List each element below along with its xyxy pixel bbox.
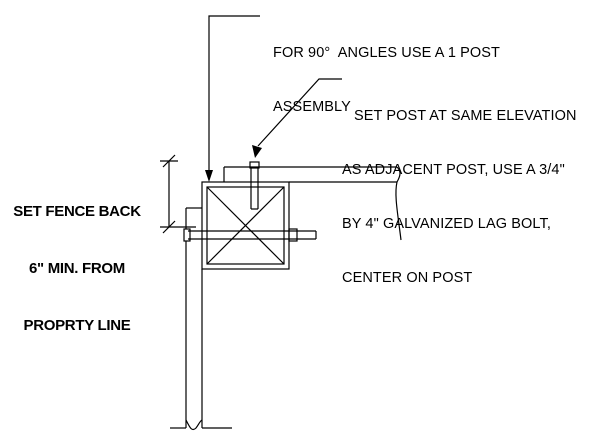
post-note-leader: [252, 78, 342, 158]
post-note-line-1: SET POST AT SAME ELEVATION: [354, 108, 577, 124]
corner-note: FOR 90° ANGLES USE A 1 POST ASSEMBLY: [273, 8, 500, 134]
setback-note-line-2: 6" MIN. FROM: [28, 260, 125, 277]
top-rail: [223, 166, 402, 241]
post-note-line-4: CENTER ON POST: [342, 270, 473, 286]
through-bolt: [183, 228, 317, 242]
post-note-line-3: BY 4" GALVANIZED LAG BOLT,: [342, 216, 551, 232]
setback-note: SET FENCE BACK 6" MIN. FROM PROPRTY LINE: [2, 164, 152, 354]
corner-post: [201, 181, 290, 270]
setback-note-line-1: SET FENCE BACK: [13, 203, 141, 220]
lag-bolt: [249, 161, 260, 210]
corner-note-leader: [205, 15, 260, 182]
corner-note-line-1: FOR 90° ANGLES USE A 1 POST: [273, 45, 500, 61]
post-note: SET POST AT SAME ELEVATION AS ADJACENT P…: [342, 71, 577, 305]
post-note-line-2: AS ADJACENT POST, USE A 3/4": [342, 162, 565, 178]
side-rail: [170, 207, 232, 431]
corner-note-line-2: ASSEMBLY: [273, 99, 351, 115]
setback-note-line-3: PROPRTY LINE: [23, 317, 131, 334]
setback-dimension: [160, 154, 196, 234]
